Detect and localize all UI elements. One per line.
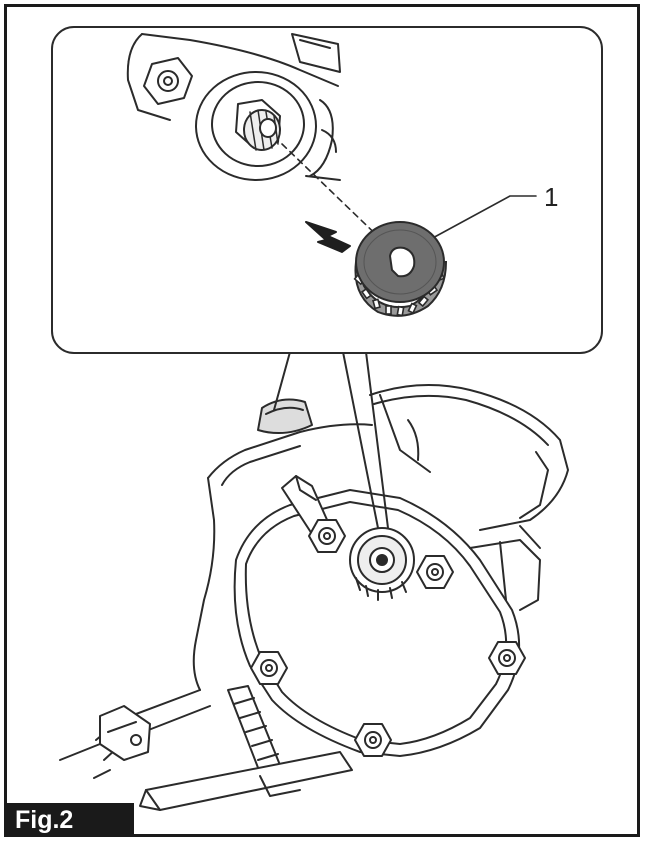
bolt-top-right	[416, 555, 454, 589]
figure-label: Fig.2	[7, 803, 134, 837]
detail-housing	[126, 33, 341, 181]
installed-gear	[349, 527, 415, 601]
gear-washer-icon	[353, 221, 448, 317]
direction-arrow-icon	[305, 221, 351, 253]
callout-number: 1	[544, 182, 559, 212]
alignment-dashed-line	[281, 143, 389, 247]
cover-bolts	[250, 519, 526, 757]
bolt-bottom	[354, 723, 392, 757]
bolt-left	[250, 651, 288, 685]
bolt-top-left	[308, 519, 346, 553]
gear-case-assembly	[59, 384, 569, 811]
bolt-right	[488, 641, 526, 675]
drive-shaft-icon	[235, 99, 281, 151]
callout-line-left	[273, 351, 291, 411]
callout-line-center	[342, 351, 379, 529]
callout-line-right	[365, 351, 389, 529]
detail-callout-box	[51, 26, 603, 354]
leader-line	[417, 195, 537, 247]
